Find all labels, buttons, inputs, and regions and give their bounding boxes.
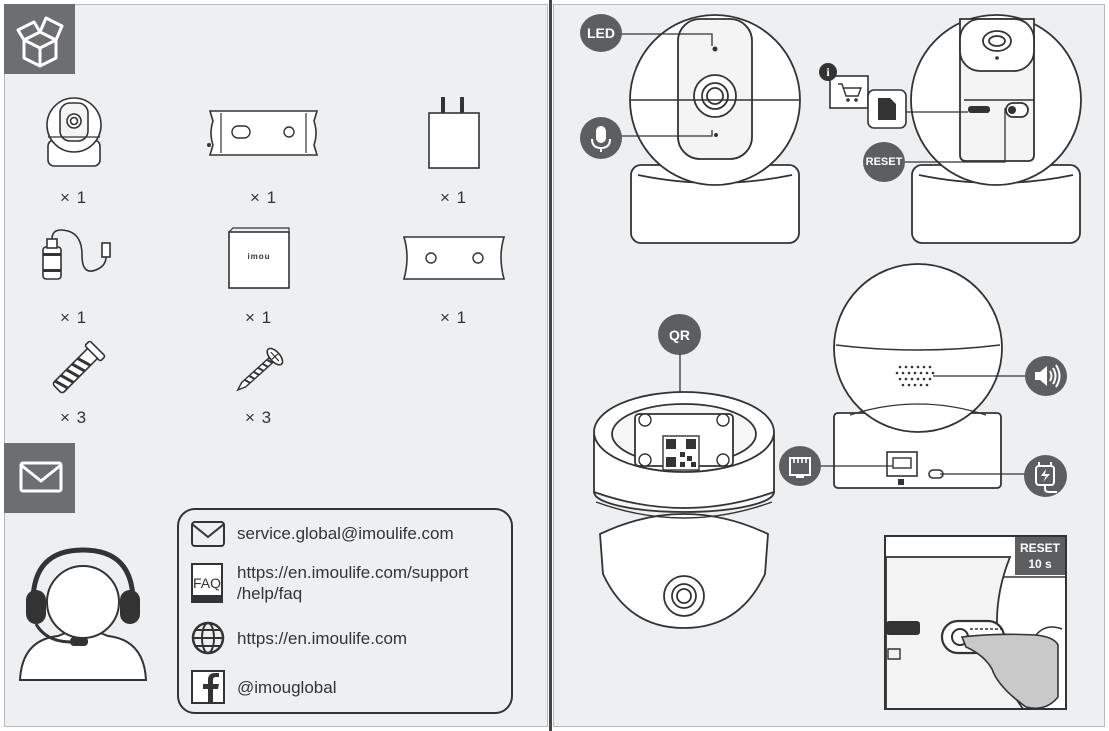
facebook-link[interactable]: @imouglobal [237,678,337,697]
ethernet-callout-line [818,465,893,467]
qty-label: × 1 [60,308,88,327]
qty-label: × 1 [60,188,88,207]
usb-cable-item-image [42,229,111,280]
power-plug-icon [1035,462,1057,493]
qr-badge: QR [658,314,701,355]
qr-code-icon [662,435,700,471]
faq-link-line1[interactable]: https://en.imoulife.com/support [237,563,469,582]
faq-icon: FAQ [191,563,223,603]
mounting-template-item-image [207,110,319,156]
facebook-icon [191,670,225,704]
faq-link[interactable]: https://en.imoulife.com/support /help/fa… [237,562,469,604]
speaker-icon [1035,364,1061,388]
camera-front-diagram [629,14,801,244]
faq-icon-text: FAQ [193,575,222,591]
camera-side-diagram [833,263,1003,489]
led-badge: LED [580,14,622,52]
faq-link-line2[interactable]: /help/faq [237,584,303,603]
reset-callout-line [893,108,1006,163]
microphone-badge [580,117,622,159]
contact-info-box: service.global@imoulife.com FAQ https://… [177,508,513,714]
reset-press-illustration [886,556,1065,708]
qty-label: × 3 [60,408,88,427]
support-headset-illustration [18,547,148,681]
svg-text:i: i [826,65,830,79]
reset-10s-line1: RESET [1019,541,1060,555]
globe-icon [191,621,225,655]
qty-label: × 3 [245,408,273,427]
microphone-icon [591,126,611,152]
package-contents-tab [4,4,75,74]
reset-instruction-box: RESET 10 s [884,535,1067,710]
mounting-plate-item-image [402,236,506,280]
email-link[interactable]: service.global@imoulife.com [237,524,454,543]
page-spine [548,0,553,731]
quick-start-guide-item-image: imou [227,227,291,290]
speaker-grille [895,365,935,387]
qty-label: × 1 [440,308,468,327]
sd-card-purchase-illustration: i [819,63,907,129]
speaker-badge [1025,356,1067,396]
qty-label: × 1 [245,308,273,327]
power-port-badge [1024,455,1067,497]
reset-badge: RESET [863,142,905,182]
wall-anchor-item-image [52,340,106,394]
email-icon [191,521,225,547]
ethernet-port-icon [789,457,811,478]
qty-label: × 1 [250,188,278,207]
reset-10s-label: RESET 10 s [1015,537,1065,575]
power-adapter-item-image [428,97,480,169]
camera-item-image [46,97,102,167]
speaker-callout-line [933,375,1028,377]
camera-rear-diagram [910,14,1082,244]
guide-brand: imou [247,252,271,261]
led-callout-line [620,33,713,46]
reset-10s-line2: 10 s [1028,557,1052,571]
camera-bottom-diagram [593,391,775,629]
qty-label: × 1 [440,188,468,207]
contact-tab [4,443,75,513]
box-icon [16,16,64,68]
ethernet-badge [779,446,821,486]
mic-callout-line [620,130,713,137]
power-callout-line [940,473,1025,475]
envelope-icon [19,461,63,493]
website-link[interactable]: https://en.imoulife.com [237,629,408,648]
screw-item-image [236,347,284,392]
